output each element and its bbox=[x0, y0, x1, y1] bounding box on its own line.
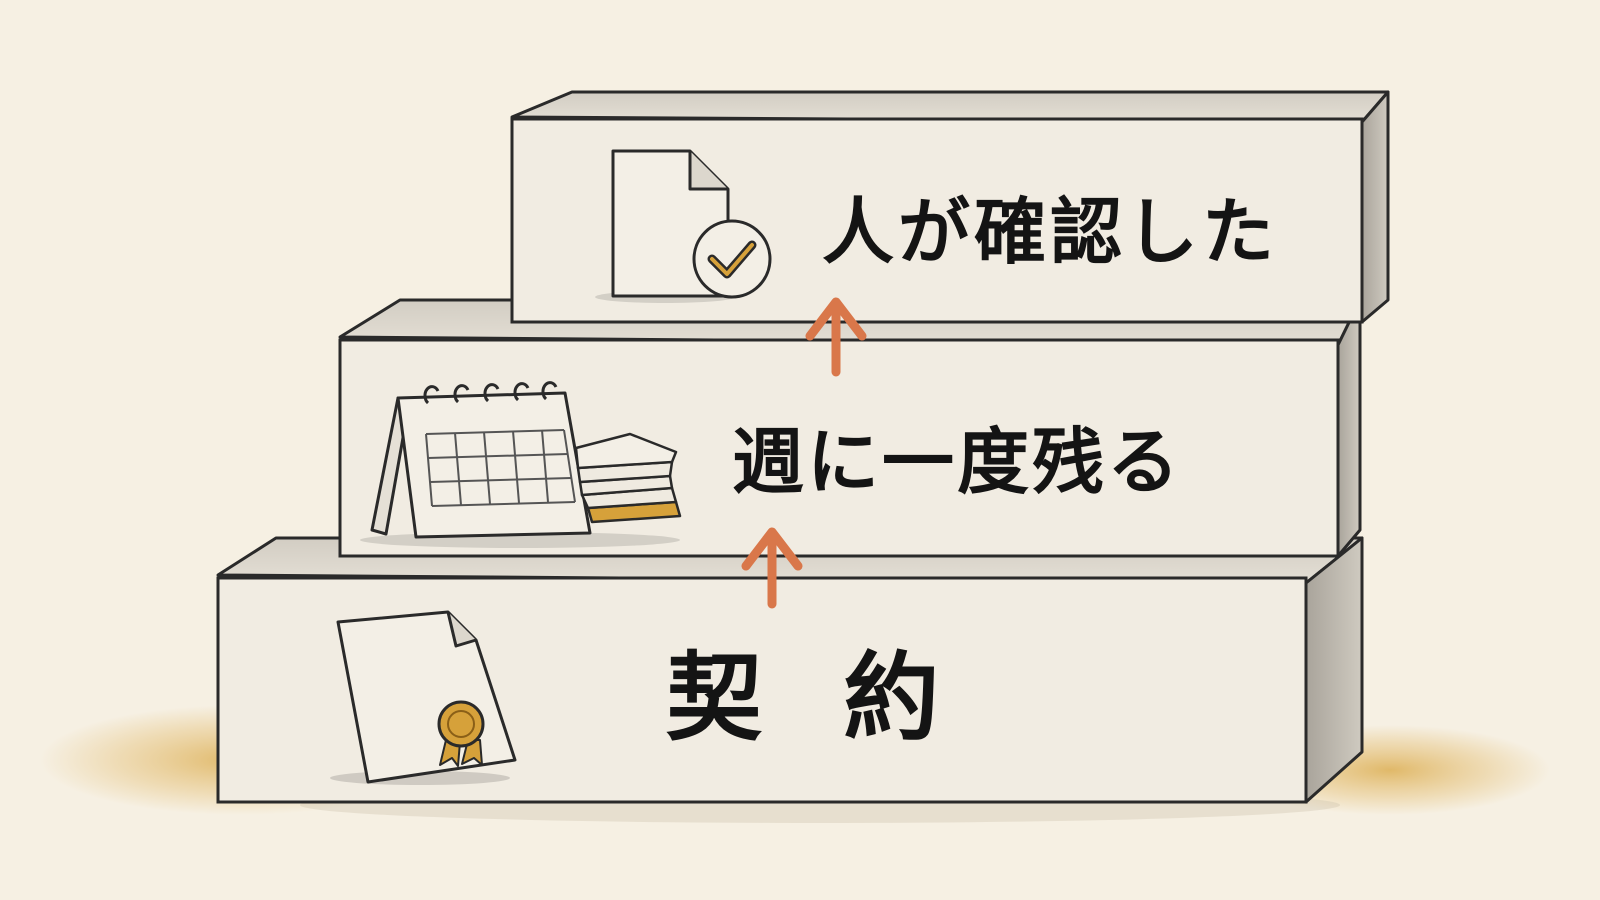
up-arrow-icon bbox=[741, 527, 803, 609]
desk-calendar-icon bbox=[360, 381, 682, 548]
up-arrow-icon bbox=[805, 297, 867, 377]
document-check-icon bbox=[595, 149, 772, 303]
step-label-top: 人が確認した bbox=[822, 189, 1279, 274]
step-label-bottom: 契 約 bbox=[666, 641, 964, 754]
certificate-icon bbox=[330, 610, 517, 785]
step-label-middle: 週に一度残る bbox=[732, 419, 1183, 504]
